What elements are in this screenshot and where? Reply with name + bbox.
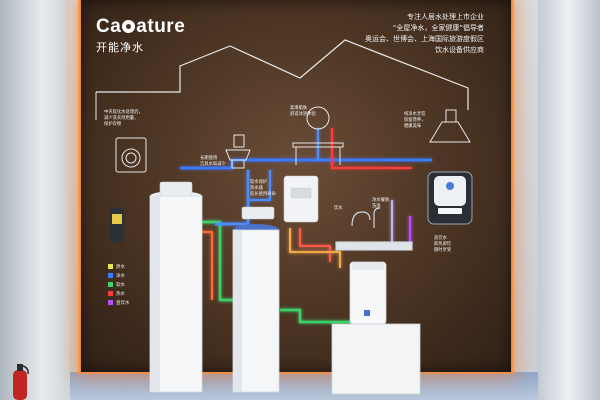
label-washer: 中央软化水处理后，减少洗衣剂用量，保护衣物 [104, 110, 143, 127]
label-sink: 柔滑肌肤舒适沐浴体验 [290, 106, 316, 117]
legend-swatch [108, 291, 113, 296]
softener-tank-large [149, 181, 203, 393]
water-dispenser [427, 171, 473, 225]
left-pillar [0, 0, 70, 400]
legend-item: 净水 [108, 271, 130, 280]
legend-item: 热水 [108, 289, 130, 298]
legend-swatch [108, 300, 113, 305]
label-heater: 软水保护热水器延长使用寿命 [250, 180, 276, 197]
logo-drop-icon [122, 20, 136, 33]
legend-item: 直饮水 [108, 298, 130, 307]
display-floor [70, 372, 538, 400]
label-cooking: 纯净水烹饪保留营养，健康美味 [404, 112, 426, 129]
water-heater [283, 175, 319, 223]
legend-item: 原水 [108, 262, 130, 271]
softener-tank-small [232, 206, 280, 393]
house-outline [96, 39, 469, 110]
kitchen-drawing [429, 109, 471, 143]
legend-swatch [108, 264, 113, 269]
fire-extinguisher-icon [13, 364, 29, 400]
brand-subtitle: 开能净水 [96, 41, 144, 54]
label-tap-right: 净水餐厨洗涤 [372, 198, 390, 209]
soft-water-pipe [200, 220, 360, 324]
label-dispenser: 直饮水即热即饮随时享受 [434, 236, 452, 253]
washer-drawing [115, 137, 147, 173]
pipe-legend: 原水 净水 软水 热水 直饮水 [108, 262, 130, 307]
under-sink-purifier [331, 261, 421, 395]
label-tap-left: 饮水 [334, 206, 343, 211]
label-toilet: 长期使用洁具水垢减少 [200, 156, 226, 167]
toilet-drawing [225, 134, 251, 169]
legend-swatch [108, 273, 113, 278]
legend-swatch [108, 282, 113, 287]
kitchen-sink [335, 207, 413, 251]
company-slogan: 专注人居水处理上市企业 “全屋净水，全家健康”倡导者 奥运会、世博会、上海国际旅… [365, 13, 484, 54]
sink-drawing [292, 106, 344, 165]
pre-filter [110, 208, 124, 242]
right-pillar [538, 0, 600, 400]
legend-item: 软水 [108, 280, 130, 289]
